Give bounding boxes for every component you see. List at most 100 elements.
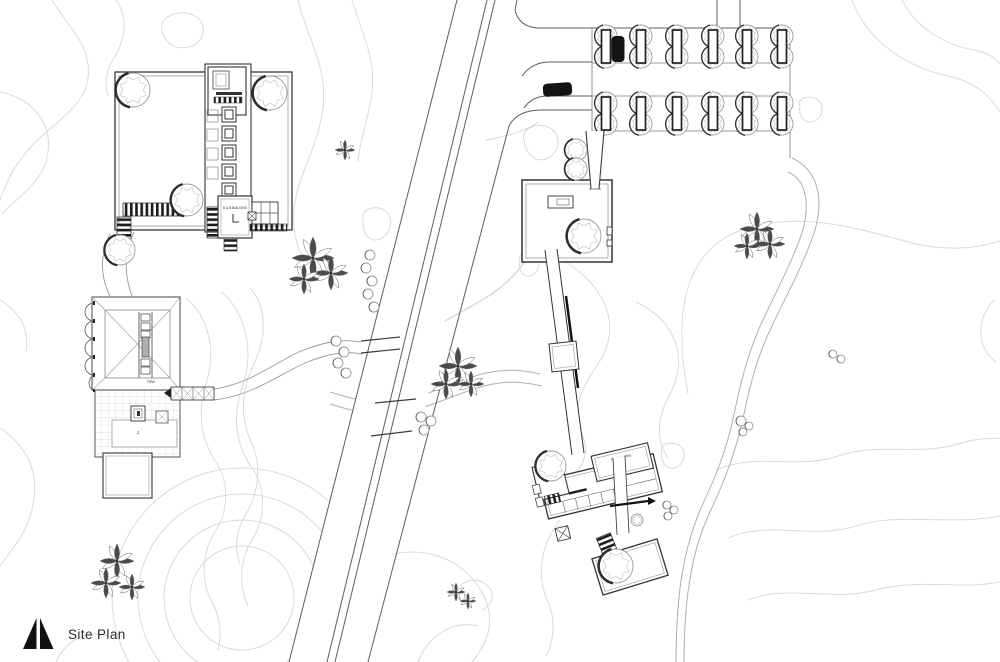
palm-trunk (104, 581, 108, 585)
parking-divider (707, 96, 719, 131)
spa-bridge (164, 386, 215, 401)
palm-leaf (343, 139, 347, 151)
palm-leaf (468, 370, 474, 385)
parking-module (593, 91, 618, 136)
car-layer (542, 36, 625, 97)
palm-leaf (105, 575, 120, 584)
palm-leaf (455, 587, 465, 593)
palm-leaf (744, 232, 750, 247)
palm-leaf (467, 597, 476, 602)
palm-leaf (118, 584, 133, 590)
palm-leaf (343, 149, 347, 161)
palm-leaf (344, 145, 355, 151)
palm-layer (90, 139, 786, 610)
palm-leaf (438, 362, 459, 370)
tree-layer (103, 71, 644, 585)
palm-leaf (457, 357, 476, 367)
parking-lot (591, 27, 791, 158)
palm-leaf (129, 586, 135, 601)
palm-tree (291, 236, 335, 280)
palm-leaf (288, 276, 305, 282)
palm-tree (733, 232, 761, 260)
palm-trunk (745, 244, 749, 248)
parking-module (700, 24, 725, 69)
bnb-building-label: B & B BUILDING (223, 206, 248, 210)
palm-tree (118, 573, 146, 601)
bush-shadow-arc (415, 412, 419, 422)
palm-leaf (468, 383, 474, 398)
palm-trunk (311, 256, 315, 260)
palm-leaf (466, 600, 470, 610)
parking-module (628, 91, 653, 136)
palm-tree (459, 592, 477, 610)
palm-leaf (131, 580, 145, 588)
tree-shadow-arc (597, 547, 614, 585)
bush-shadow-arc (366, 276, 370, 286)
palm-leaf (114, 543, 120, 562)
spa-lounge (111, 419, 178, 448)
tree-foliage (570, 222, 598, 250)
tree-shadow-arc (734, 112, 746, 136)
palm-leaf (769, 236, 784, 245)
palm-trunk (469, 382, 473, 386)
bush-shadow-arc (330, 336, 334, 346)
parking-module (664, 24, 689, 69)
parking-entrance-drive (508, 9, 592, 127)
tree-foliage (538, 453, 564, 479)
parking-divider (671, 29, 683, 64)
palm-trunk (768, 242, 772, 246)
tree-shadow-arc (664, 45, 676, 69)
palm-tree (90, 567, 122, 599)
drawing-title: Site Plan (68, 626, 126, 642)
parking-divider (635, 96, 647, 131)
palm-trunk (755, 227, 759, 231)
parking-module (700, 91, 725, 136)
bush-shadow-arc (340, 368, 344, 378)
deck-mark-label: J (137, 430, 139, 435)
palm-trunk (444, 382, 448, 386)
palm-leaf (312, 248, 333, 259)
palm-tree (446, 582, 466, 602)
parking-divider (671, 96, 683, 131)
bush-shadow-arc (425, 416, 429, 426)
bush-shadow-arc (418, 425, 422, 435)
palm-leaf (756, 221, 773, 230)
palm-leaf (330, 265, 347, 274)
parking-divider (776, 96, 788, 131)
bush-shadow-arc (364, 250, 368, 260)
palm-leaf (328, 255, 334, 274)
palm-tree (739, 211, 775, 247)
scallop-planting (84, 301, 95, 392)
label-layer: B & B BUILDING SPA J (137, 206, 248, 435)
palm-leaf (103, 567, 109, 584)
stair-central (206, 206, 219, 239)
palm-trunk (329, 271, 333, 275)
tree-canopy (630, 513, 644, 527)
bush-shadow-arc (669, 506, 673, 514)
palm-leaf (309, 236, 317, 259)
palm-leaf (445, 376, 460, 385)
palm-leaf (443, 383, 449, 400)
tree-shadow-arc (734, 45, 746, 69)
entry-arrow (609, 499, 649, 508)
palm-leaf (739, 226, 758, 232)
tree-foliage (567, 141, 585, 159)
tree-shadow-arc (769, 112, 781, 136)
tree-shadow-arc (251, 74, 268, 112)
palm-leaf (459, 599, 469, 603)
bush-shadow-arc (338, 347, 342, 357)
parking-divider (741, 29, 753, 64)
tree-shadow-arc (593, 45, 605, 69)
parking-module (664, 91, 689, 136)
parking-divider (741, 96, 753, 131)
palm-trunk (130, 585, 134, 589)
spa-pool (102, 452, 153, 499)
parking-divider (600, 96, 612, 131)
tree-foliage (567, 160, 585, 178)
palm-leaf (446, 590, 457, 594)
palm-trunk (302, 277, 306, 281)
palm-leaf (767, 243, 773, 260)
palm-leaf (301, 263, 307, 280)
